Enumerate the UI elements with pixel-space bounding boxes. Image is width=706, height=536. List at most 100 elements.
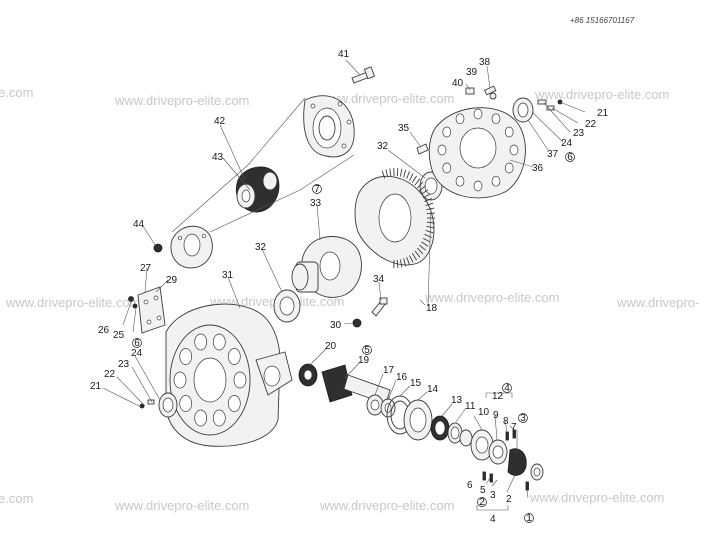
leader-lines <box>102 59 586 511</box>
part-bolt-34 <box>371 297 388 317</box>
part-spider-gear-assembly-42-43 <box>235 166 280 213</box>
part-bearing-left-24 <box>139 392 178 418</box>
part-bearing-housing-14 <box>403 399 433 441</box>
gear-tooth <box>416 181 424 189</box>
gear-tooth <box>409 255 414 263</box>
part-end-flange-1-3 <box>507 448 544 481</box>
gear-tooth <box>409 173 414 181</box>
part-axle-housing-31 <box>165 303 293 447</box>
gear-tooth <box>411 253 417 261</box>
svg-text:5: 5 <box>364 345 370 356</box>
svg-text:2: 2 <box>479 497 485 508</box>
gear-tooth <box>425 229 434 234</box>
watermark-8: www.drivepro-elite.com <box>319 498 454 513</box>
part-crown-gear <box>354 167 435 269</box>
label-31: 31 <box>222 270 234 281</box>
phone-number: +86 15166701167 <box>570 16 635 25</box>
label-23-lower: 23 <box>118 359 130 370</box>
part-bearing-20 <box>298 363 318 387</box>
assembly-bracket-diff <box>171 97 355 233</box>
gear-tooth <box>396 168 399 177</box>
label-26: 26 <box>98 325 110 336</box>
watermark-fragment-left-2: e.com <box>0 491 33 506</box>
disc-bolt-hole <box>509 144 519 156</box>
gear-tooth <box>389 168 392 177</box>
part-screws-25-26 <box>128 296 138 309</box>
circled-label-6-lower: 6 <box>132 338 142 349</box>
label-3: 3 <box>490 490 496 501</box>
circled-label-5: 5 <box>362 345 372 356</box>
label-41: 41 <box>338 49 350 60</box>
gear-tooth <box>421 241 429 247</box>
gear-tooth <box>381 170 386 179</box>
watermark-fragment-left-1: e.com <box>0 85 33 100</box>
label-25: 25 <box>113 330 125 341</box>
gear-tooth <box>422 237 431 243</box>
label-22-upper: 22 <box>585 119 597 130</box>
gear-tooth <box>422 193 431 199</box>
svg-text:6: 6 <box>567 152 573 163</box>
disc-bolt-hole <box>473 108 483 120</box>
gear-tooth <box>403 258 407 267</box>
gear-tooth <box>399 259 403 268</box>
watermark-6: www.drivepro-elite.com <box>424 290 559 305</box>
disc-bolt-hole <box>504 126 514 138</box>
circled-label-4: 4 <box>502 383 512 394</box>
label-18: 18 <box>426 303 438 314</box>
housing-web-opening <box>212 333 226 351</box>
label-32-upper: 32 <box>377 141 389 152</box>
svg-text:4: 4 <box>504 383 510 394</box>
label-2: 2 <box>506 494 512 505</box>
label-10: 10 <box>478 407 490 418</box>
gear-tooth <box>419 244 426 251</box>
disc-bolt-hole <box>473 180 483 192</box>
gear-tooth <box>426 207 435 211</box>
svg-text:7: 7 <box>314 184 320 195</box>
circled-label-7: 7 <box>312 184 322 195</box>
label-20: 20 <box>325 341 337 352</box>
svg-text:3: 3 <box>520 413 526 424</box>
label-40: 40 <box>452 78 464 89</box>
label-19: 19 <box>358 355 370 366</box>
part-bolt-35 <box>416 143 429 155</box>
label-21-lower: 21 <box>90 381 102 392</box>
housing-web-opening <box>179 395 193 412</box>
circled-label-3: 3 <box>518 413 528 424</box>
part-diff-housing-left <box>170 225 213 269</box>
watermarks: e.com www.drivepro-elite.com www.drivepr… <box>0 85 699 513</box>
gear-tooth <box>414 178 421 186</box>
part-bolt-41 <box>351 66 376 84</box>
label-27: 27 <box>140 263 152 274</box>
housing-web-opening <box>194 333 208 351</box>
label-4: 4 <box>490 514 496 525</box>
disc-bolt-hole <box>455 175 465 187</box>
part-nut-30 <box>352 318 362 328</box>
gear-tooth <box>411 175 417 183</box>
svg-text:1: 1 <box>526 513 532 524</box>
part-diff-housing-right <box>303 95 355 158</box>
label-36: 36 <box>532 163 544 174</box>
label-42: 42 <box>214 116 226 127</box>
label-44: 44 <box>133 219 145 230</box>
circled-label-6-upper: 6 <box>565 152 575 163</box>
label-6: 6 <box>467 480 473 491</box>
part-number-labels: 41 42 43 44 38 39 40 35 32 21 22 23 24 3… <box>90 49 609 525</box>
gear-tooth <box>414 250 421 258</box>
gear-tooth <box>396 259 399 268</box>
label-38: 38 <box>479 57 491 68</box>
label-33: 33 <box>310 198 322 209</box>
circled-label-1: 1 <box>524 513 534 524</box>
gear-tooth <box>403 169 407 178</box>
label-29: 29 <box>166 275 178 286</box>
label-9: 9 <box>493 410 499 421</box>
label-24-upper: 24 <box>561 138 573 149</box>
watermark-9: www.drivepro-elite.com <box>529 490 664 505</box>
label-34: 34 <box>373 274 385 285</box>
gear-tooth <box>425 202 434 207</box>
label-43: 43 <box>212 152 224 163</box>
part-bolts-7-8 <box>482 429 529 491</box>
gear-tooth <box>421 189 429 195</box>
disc-bolt-hole <box>442 126 452 138</box>
